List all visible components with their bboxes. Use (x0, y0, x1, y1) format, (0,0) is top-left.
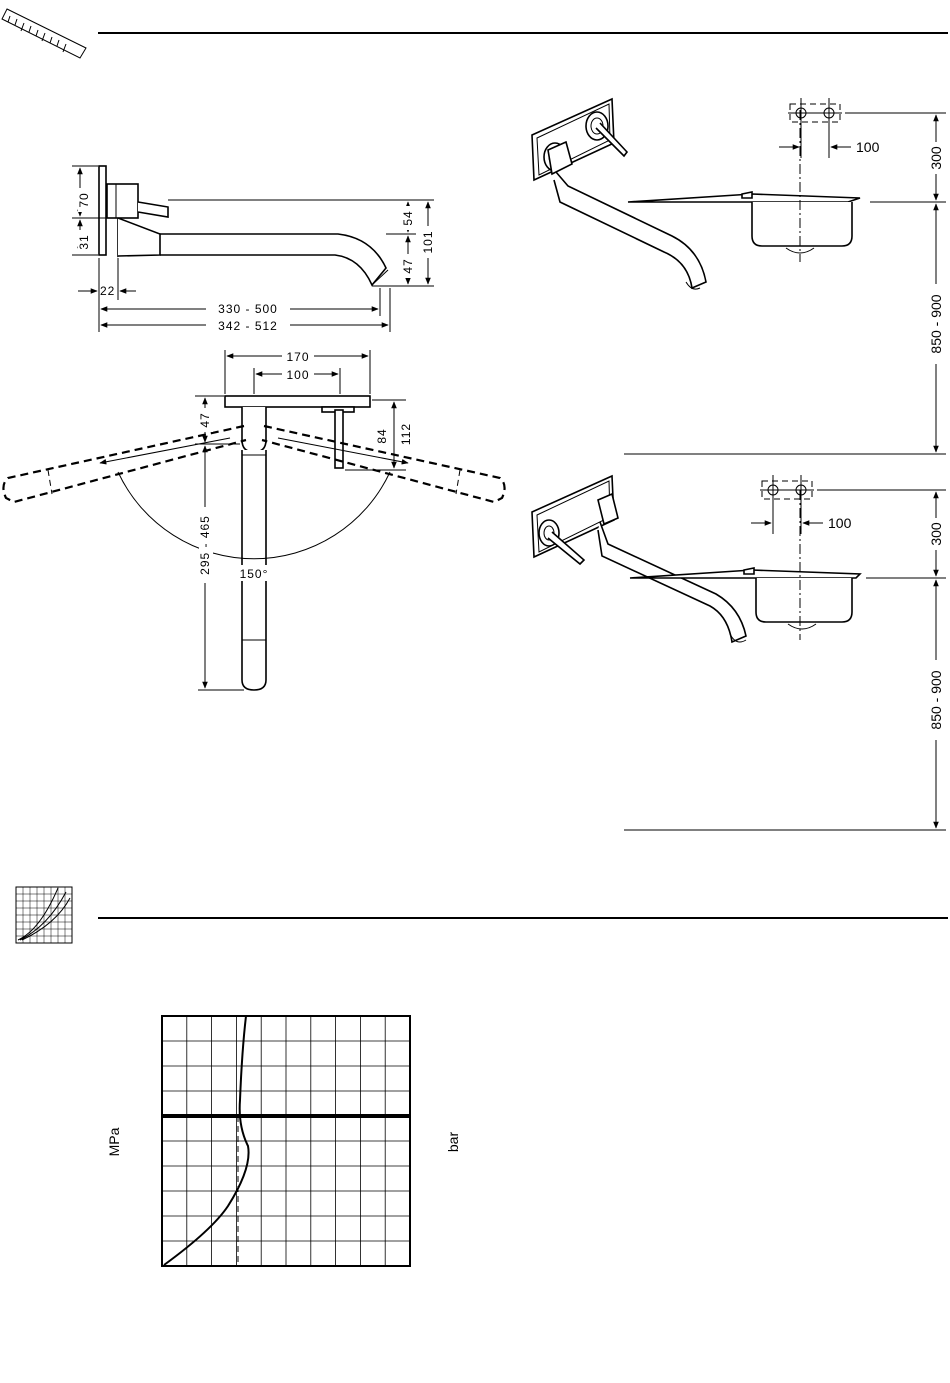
dim-100-top: 100 (286, 368, 309, 382)
install-top-dimensions: 100 300 850 - 900 (624, 113, 946, 454)
top-view-drawing (3, 396, 504, 690)
dim-295-465: 295 - 465 (198, 515, 212, 575)
dim-84: 84 (375, 428, 389, 443)
install-view-top (532, 98, 860, 289)
y-label-mpa: MPa (106, 1127, 122, 1156)
dim-70: 70 (77, 192, 91, 207)
dim-850-900-install-top: 850 - 900 (928, 294, 944, 353)
dim-850-900-install-bottom: 850 - 900 (928, 670, 944, 729)
flow-chart (162, 1016, 410, 1266)
dim-22: 22 (100, 284, 115, 298)
ruler-icon (2, 9, 86, 58)
dim-101: 101 (421, 230, 435, 253)
dim-300-install-bottom: 300 (928, 522, 944, 546)
flow-chart-icon (16, 887, 72, 943)
side-view-drawing (99, 166, 388, 285)
angle-150: 150° (240, 567, 269, 581)
install-view-bottom (532, 475, 860, 642)
dim-47-side: 47 (401, 258, 415, 273)
dim-100-install-top: 100 (856, 139, 880, 155)
dim-112: 112 (399, 423, 413, 445)
dim-31: 31 (77, 234, 91, 249)
dim-342-512: 342 - 512 (218, 319, 278, 333)
flow-curve (164, 1016, 249, 1265)
dim-54: 54 (401, 210, 415, 225)
dim-100-install-bottom: 100 (828, 515, 852, 531)
dim-330-500: 330 - 500 (218, 302, 278, 316)
dim-300-install-top: 300 (928, 146, 944, 170)
y-label-bar: bar (445, 1132, 461, 1153)
install-bottom-dimensions: 100 300 850 - 900 (624, 490, 946, 830)
dim-47-top: 47 (198, 412, 212, 427)
dim-170: 170 (286, 350, 309, 364)
